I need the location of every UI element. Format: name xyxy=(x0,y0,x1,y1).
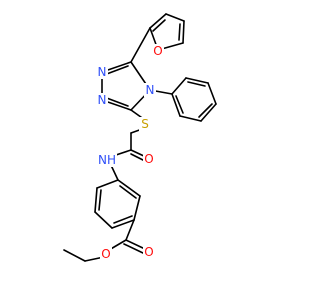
bond-ester-c-o-double xyxy=(125,239,146,250)
svg-text:S: S xyxy=(141,117,149,131)
atom-o-furan: O xyxy=(152,44,164,58)
atom-nh-amide: NH xyxy=(97,153,117,167)
molecule-structure-diagram: O N N N S NH O O O xyxy=(63,13,217,262)
atom-n1-triazole: N xyxy=(96,65,108,79)
atom-o-ester-carbonyl: O xyxy=(143,245,155,259)
phenyl-ring xyxy=(149,77,217,122)
svg-text:O: O xyxy=(101,247,110,261)
svg-text:N: N xyxy=(98,65,107,79)
svg-text:N: N xyxy=(146,83,155,97)
furan-ring xyxy=(149,13,185,51)
svg-text:NH: NH xyxy=(98,153,116,167)
bond-carbonyl-o-double xyxy=(130,153,146,162)
svg-text:O: O xyxy=(144,152,153,166)
triazole-ring xyxy=(101,61,151,111)
atom-o-ester-ether: O xyxy=(100,247,112,261)
bond-furan-triazole xyxy=(130,27,151,63)
bond-ester-c-o-double-2 xyxy=(123,243,144,254)
bond-aryl-ester-c xyxy=(125,219,135,241)
benzoate-ring xyxy=(94,179,141,229)
atom-s-thioether: S xyxy=(139,117,151,131)
atom-n2-triazole: N xyxy=(96,93,108,107)
svg-text:O: O xyxy=(144,245,153,259)
bond-ch2-ch3 xyxy=(63,249,86,262)
atom-n4-triazole: N xyxy=(144,83,156,97)
svg-text:O: O xyxy=(153,44,162,58)
atom-o-amide: O xyxy=(143,152,155,166)
svg-text:N: N xyxy=(98,93,107,107)
